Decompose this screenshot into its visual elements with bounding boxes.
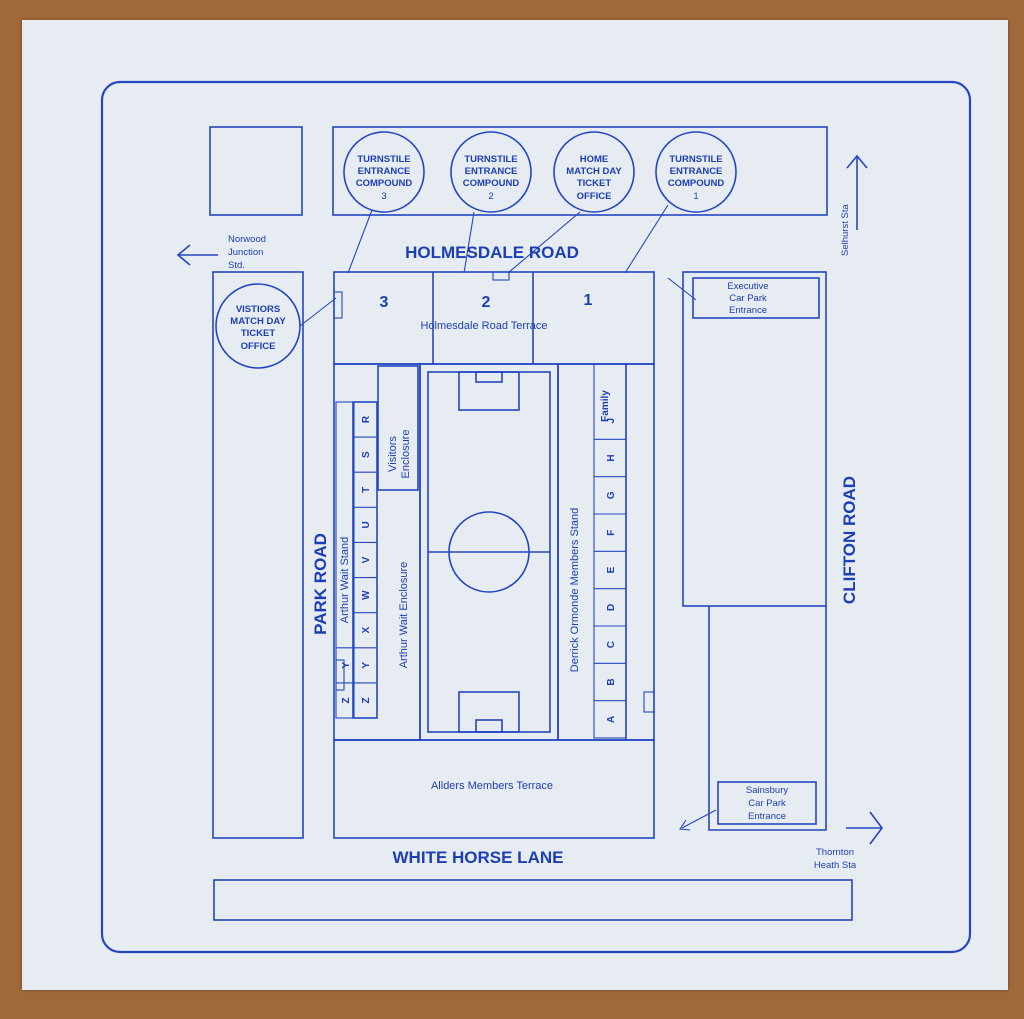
stadium-map: TURNSTILE ENTRANCE COMPOUND 3 TURNSTILE … xyxy=(100,80,972,954)
sainsbury-entrance xyxy=(717,781,817,825)
west-block-r: R xyxy=(361,415,372,423)
clifton-road-block xyxy=(682,271,827,607)
road-park: PARK ROAD xyxy=(311,533,330,635)
turnstile-2-line2: ENTRANCE xyxy=(465,166,518,177)
home-ticket-office: HOME MATCH DAY TICKET OFFICE xyxy=(553,131,635,213)
sainsbury-line3: Entrance xyxy=(748,811,786,822)
turnstile-2-line1: TURNSTILE xyxy=(464,154,517,165)
west-block-t: T xyxy=(361,487,372,493)
selhurst-arrow-icon xyxy=(846,154,868,230)
allders-label: Allders Members Terrace xyxy=(431,780,553,792)
holmesdale-terrace xyxy=(333,271,655,365)
turnstile-3-line1: TURNSTILE xyxy=(357,154,410,165)
turnstile-2-line3: COMPOUND xyxy=(463,178,520,189)
west-inner-block-y: Y xyxy=(341,662,352,669)
norwood-line1: Norwood xyxy=(228,234,266,245)
turnstile-3-line4: 3 xyxy=(381,191,386,202)
visitors-enclosure-line1: Visitors xyxy=(387,436,399,472)
east-block-b: B xyxy=(606,678,617,685)
east-block-g: G xyxy=(606,491,617,499)
turnstile-3-line3: COMPOUND xyxy=(356,178,413,189)
home-office-line1: HOME xyxy=(580,154,609,165)
top-left-block xyxy=(209,126,303,216)
west-block-x: X xyxy=(361,627,372,634)
visitors-office-line4: OFFICE xyxy=(241,341,276,352)
arthur-wait-enclosure-label: Arthur Wait Enclosure xyxy=(398,562,410,669)
park-road-strip xyxy=(212,271,304,839)
centre-circle xyxy=(448,511,530,593)
sainsbury-line1: Sainsbury xyxy=(746,785,788,796)
turnstile-2-line4: 2 xyxy=(488,191,493,202)
thornton-line1: Thornton xyxy=(816,847,854,858)
family-label: Family xyxy=(600,390,611,422)
west-block-s: S xyxy=(361,451,372,458)
derrick-ormonde-label: Derrick Ormonde Members Stand xyxy=(569,508,581,672)
visitors-office-line2: MATCH DAY xyxy=(230,316,286,327)
west-block-v: V xyxy=(361,556,372,563)
turnstile-3: TURNSTILE ENTRANCE COMPOUND 3 xyxy=(343,131,425,213)
east-block-f: F xyxy=(606,530,617,536)
east-block-h: H xyxy=(606,454,617,461)
terrace-section-1: 1 xyxy=(584,292,593,309)
home-office-line2: MATCH DAY xyxy=(566,166,622,177)
turnstile-1-line3: COMPOUND xyxy=(668,178,725,189)
turnstile-3-line2: ENTRANCE xyxy=(358,166,411,177)
executive-line3: Entrance xyxy=(729,305,767,316)
executive-line2: Car Park xyxy=(729,293,767,304)
home-office-line3: TICKET xyxy=(577,178,612,189)
visitors-enclosure-line2: Enclosure xyxy=(400,430,412,479)
turnstile-1-line1: TURNSTILE xyxy=(669,154,722,165)
visitors-office-line3: TICKET xyxy=(241,328,276,339)
turnstile-1: TURNSTILE ENTRANCE COMPOUND 1 xyxy=(655,131,737,213)
visitors-office-line1: VISTIORS xyxy=(236,304,280,315)
turnstile-strip xyxy=(332,126,828,216)
west-blocks: R S T U V W X Y Z Y Z xyxy=(335,401,378,719)
road-clifton: CLIFTON ROAD xyxy=(840,476,859,604)
road-holmesdale: HOLMESDALE ROAD xyxy=(405,243,579,262)
west-block-y: Y xyxy=(361,662,372,669)
executive-line1: Executive xyxy=(727,281,768,292)
arthur-wait-stand-label: Arthur Wait Stand xyxy=(339,537,351,623)
east-block-e: E xyxy=(606,566,617,573)
turnstile-1-line2: ENTRANCE xyxy=(670,166,723,177)
road-white-horse: WHITE HORSE LANE xyxy=(393,848,564,867)
thornton-arrow-icon xyxy=(846,811,883,845)
map-border xyxy=(100,80,972,954)
turnstile-1-line4: 1 xyxy=(693,191,698,202)
terrace-section-3: 3 xyxy=(380,294,389,311)
selhurst-label: Selhurst Sta xyxy=(840,204,851,256)
east-block-d: D xyxy=(606,604,617,611)
ticket: TURNSTILE ENTRANCE COMPOUND 3 TURNSTILE … xyxy=(22,20,1008,990)
sainsbury-line2: Car Park xyxy=(748,798,786,809)
east-blocks: J H G F E D C B A xyxy=(594,418,626,723)
norwood-arrow-icon xyxy=(176,244,218,266)
west-block-u: U xyxy=(361,521,372,528)
visitors-ticket-office: VISTIORS MATCH DAY TICKET OFFICE xyxy=(215,283,301,369)
white-horse-strip xyxy=(213,879,853,921)
west-inner-block-z: Z xyxy=(341,697,352,703)
home-office-line4: OFFICE xyxy=(577,191,612,202)
east-block-c: C xyxy=(606,641,617,648)
visitors-enclosure xyxy=(377,365,419,491)
turnstile-2: TURNSTILE ENTRANCE COMPOUND 2 xyxy=(450,131,532,213)
norwood-line2: Junction xyxy=(228,247,263,258)
terrace-section-2: 2 xyxy=(482,294,491,311)
terrace-label: Holmesdale Road Terrace xyxy=(421,320,548,332)
west-block-w: W xyxy=(361,590,372,600)
thornton-line2: Heath Sta xyxy=(814,860,857,871)
sainsbury-arrow-icon xyxy=(679,809,717,831)
norwood-line3: Std. xyxy=(228,260,245,271)
east-block-a: A xyxy=(606,716,617,723)
west-block-z: Z xyxy=(361,697,372,703)
east-block-j: J xyxy=(606,418,617,424)
